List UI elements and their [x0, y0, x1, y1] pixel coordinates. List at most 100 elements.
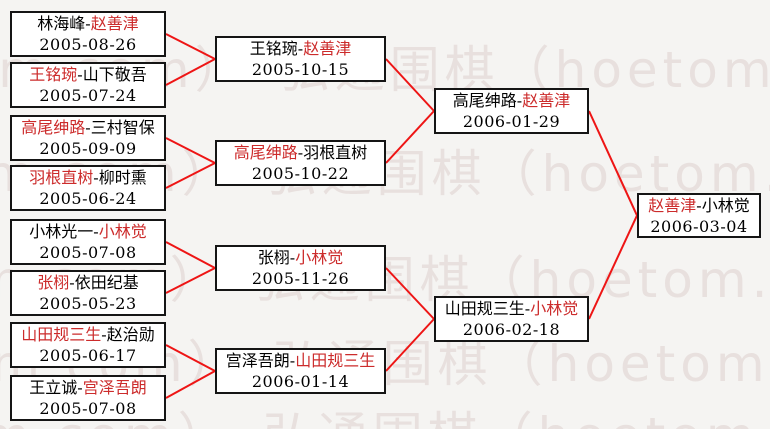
match-date: 2006-03-04 — [650, 216, 748, 236]
match-date: 2005-06-17 — [39, 346, 137, 365]
player1-name: 张栩 — [257, 248, 290, 267]
connector-line — [165, 162, 216, 189]
player2-name: 赵治勋 — [106, 325, 155, 344]
connector-line — [165, 58, 216, 86]
player2-name: 依田纪基 — [74, 273, 139, 292]
match-players: 宫泽吾朗-山田规三生 — [226, 350, 375, 371]
player2-name: 赵善津 — [90, 14, 139, 33]
vs-separator: - — [696, 195, 702, 215]
player1-name: 林海峰 — [37, 14, 86, 33]
connector-line — [165, 137, 216, 164]
match-date: 2006-02-18 — [462, 320, 561, 339]
match-players: 王铭琬-山下敬吾 — [29, 64, 146, 85]
connector-line — [385, 318, 435, 372]
vs-separator: - — [101, 325, 107, 344]
player1-name: 山田规三生 — [444, 299, 525, 318]
match-players: 张栩-依田纪基 — [37, 272, 138, 293]
match-date: 2005-10-22 — [251, 164, 350, 183]
player1-name: 王铭琬 — [29, 65, 78, 84]
match-date: 2005-10-15 — [251, 60, 350, 79]
match-players: 山田规三生-赵治勋 — [21, 324, 154, 345]
player2-name: 山下敬吾 — [82, 65, 147, 84]
vs-separator: - — [93, 222, 99, 241]
match-date: 2006-01-29 — [462, 112, 561, 131]
player1-name: 王铭琬 — [249, 39, 298, 58]
match-date: 2005-09-09 — [39, 139, 137, 158]
match-players: 王立诚-宫泽吾朗 — [29, 377, 146, 398]
connector-line — [165, 33, 216, 60]
player1-name: 高尾绅路 — [21, 118, 86, 137]
match-box: 小林光一-小林觉 2005-07-08 — [10, 219, 166, 265]
match-players: 高尾绅路-羽根直树 — [234, 142, 367, 163]
connector-line — [165, 267, 216, 294]
vs-separator: - — [516, 91, 523, 110]
match-players: 高尾绅路-赵善津 — [453, 90, 570, 111]
connector-line — [385, 110, 435, 164]
vs-separator: - — [297, 39, 304, 58]
player1-name: 高尾绅路 — [452, 91, 517, 110]
match-players: 赵善津-小林觉 — [648, 195, 749, 216]
player2-name: 小林觉 — [295, 248, 344, 267]
match-date: 2005-07-08 — [39, 399, 137, 418]
match-players: 山田规三生-小林觉 — [445, 298, 578, 319]
match-date: 2005-05-23 — [39, 294, 137, 313]
match-date: 2005-11-26 — [251, 269, 350, 288]
player1-name: 赵善津 — [648, 195, 697, 215]
vs-separator: - — [93, 168, 99, 187]
player2-name: 小林觉 — [530, 299, 579, 318]
player2-name: 柳时熏 — [98, 168, 147, 187]
player2-name: 赵善津 — [522, 91, 571, 110]
match-date: 2006-01-14 — [251, 372, 350, 391]
vs-separator: - — [524, 299, 531, 318]
player2-name: 山田规三生 — [295, 351, 376, 370]
match-box: 王铭琬-赵善津 2005-10-15 — [215, 36, 386, 82]
vs-separator: - — [69, 273, 75, 292]
vs-separator: - — [289, 351, 296, 370]
match-players: 张栩-小林觉 — [258, 247, 343, 268]
player2-name: 小林觉 — [98, 222, 147, 241]
player2-name: 三村智保 — [90, 118, 155, 137]
vs-separator: - — [77, 65, 83, 84]
player1-name: 小林光一 — [29, 222, 94, 241]
match-date: 2005-07-24 — [39, 86, 137, 105]
player1-name: 张栩 — [37, 273, 70, 292]
match-date: 2005-08-26 — [39, 35, 137, 54]
player2-name: 赵善津 — [303, 39, 352, 58]
match-date: 2005-07-08 — [39, 243, 137, 262]
connector-line — [165, 344, 216, 372]
player2-name: 小林觉 — [701, 195, 750, 215]
vs-separator: - — [85, 118, 91, 137]
player2-name: 宫泽吾朗 — [82, 378, 147, 397]
player1-name: 羽根直树 — [29, 168, 94, 187]
connector-line — [385, 58, 435, 112]
match-players: 羽根直树-柳时熏 — [29, 167, 146, 188]
match-date: 2005-06-24 — [39, 189, 137, 208]
vs-separator: - — [297, 143, 304, 162]
vs-separator: - — [77, 378, 83, 397]
vs-separator: - — [85, 14, 91, 33]
connector-line — [588, 215, 638, 320]
player1-name: 王立诚 — [29, 378, 78, 397]
match-players: 高尾绅路-三村智保 — [21, 117, 154, 138]
player1-name: 高尾绅路 — [233, 143, 298, 162]
connector-line — [588, 110, 638, 216]
match-players: 林海峰-赵善津 — [37, 13, 138, 34]
player1-name: 山田规三生 — [21, 325, 102, 344]
connector-line — [165, 370, 216, 399]
connector-line — [165, 241, 216, 269]
vs-separator: - — [289, 248, 296, 267]
